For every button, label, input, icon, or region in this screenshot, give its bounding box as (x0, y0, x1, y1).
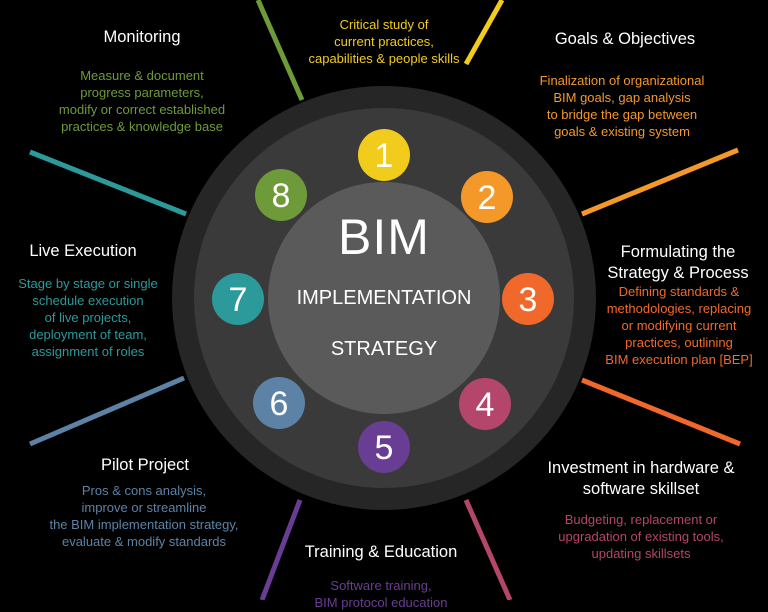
step-number: 2 (478, 179, 497, 217)
goals-title: Goals & Objectives (554, 30, 696, 48)
monitoring-title: Monitoring (103, 28, 181, 46)
pilot-title: Pilot Project (100, 456, 190, 474)
center-subtitle-implementation: IMPLEMENTATION (296, 287, 472, 309)
step-circle (459, 378, 511, 430)
critical-study-desc: Critical study of current practices, cap… (308, 17, 460, 66)
step-number: 8 (272, 177, 291, 215)
step-badge-7: 7 (212, 273, 264, 325)
step-circle (255, 169, 307, 221)
step-badge-8: 8 (255, 169, 307, 221)
spoke-investment (463, 498, 513, 600)
live-execution-desc: Stage by stage or single schedule execut… (18, 276, 158, 359)
center-subtitle-strategy: STRATEGY (330, 338, 438, 360)
spokes (29, 0, 741, 600)
step-circle (358, 129, 410, 181)
strategy-desc: Defining standards & methodologies, repl… (605, 284, 753, 367)
live-execution-title: Live Execution (29, 242, 137, 260)
step-number: 7 (229, 281, 248, 319)
inner-disc (268, 182, 500, 414)
step-circle (461, 171, 513, 223)
center-title: BIM (338, 209, 430, 265)
step-circle (358, 421, 410, 473)
spoke-strategy (581, 377, 741, 447)
investment-title: Investment in hardware & software skills… (547, 459, 735, 498)
step-number: 3 (519, 281, 538, 319)
step-badge-3: 3 (502, 273, 554, 325)
spoke-goals (581, 147, 739, 217)
pilot-desc: Pros & cons analysis, improve or streaml… (49, 483, 239, 549)
step-badge-5: 5 (358, 421, 410, 473)
goals-desc: Finalization of organizational BIM goals… (539, 73, 705, 139)
investment-desc: Budgeting, replacement or upgradation of… (558, 512, 724, 561)
spoke-training (259, 499, 303, 600)
step-badge-1: 1 (358, 129, 410, 181)
step-badges: 1 2 3 4 5 6 7 8 (212, 129, 554, 473)
training-title: Training & Education (304, 543, 458, 561)
step-badge-2: 2 (461, 171, 513, 223)
spoke-monitoring (255, 0, 305, 102)
step-badge-6: 6 (253, 377, 305, 429)
monitoring-desc: Measure & document progress parameters, … (58, 68, 226, 134)
step-number: 6 (270, 385, 289, 423)
step-number: 1 (375, 137, 394, 175)
strategy-title: Formulating the Strategy & Process (607, 243, 749, 282)
spoke-live (29, 149, 187, 217)
step-circle (502, 273, 554, 325)
step-badge-4: 4 (459, 378, 511, 430)
step-circle (253, 377, 305, 429)
step-circle (212, 273, 264, 325)
step-number: 5 (375, 429, 394, 467)
training-desc: Software training, BIM protocol educatio… (314, 578, 448, 610)
spoke-pilot (29, 375, 185, 447)
spoke-critical (463, 0, 505, 66)
step-number: 4 (476, 386, 495, 424)
